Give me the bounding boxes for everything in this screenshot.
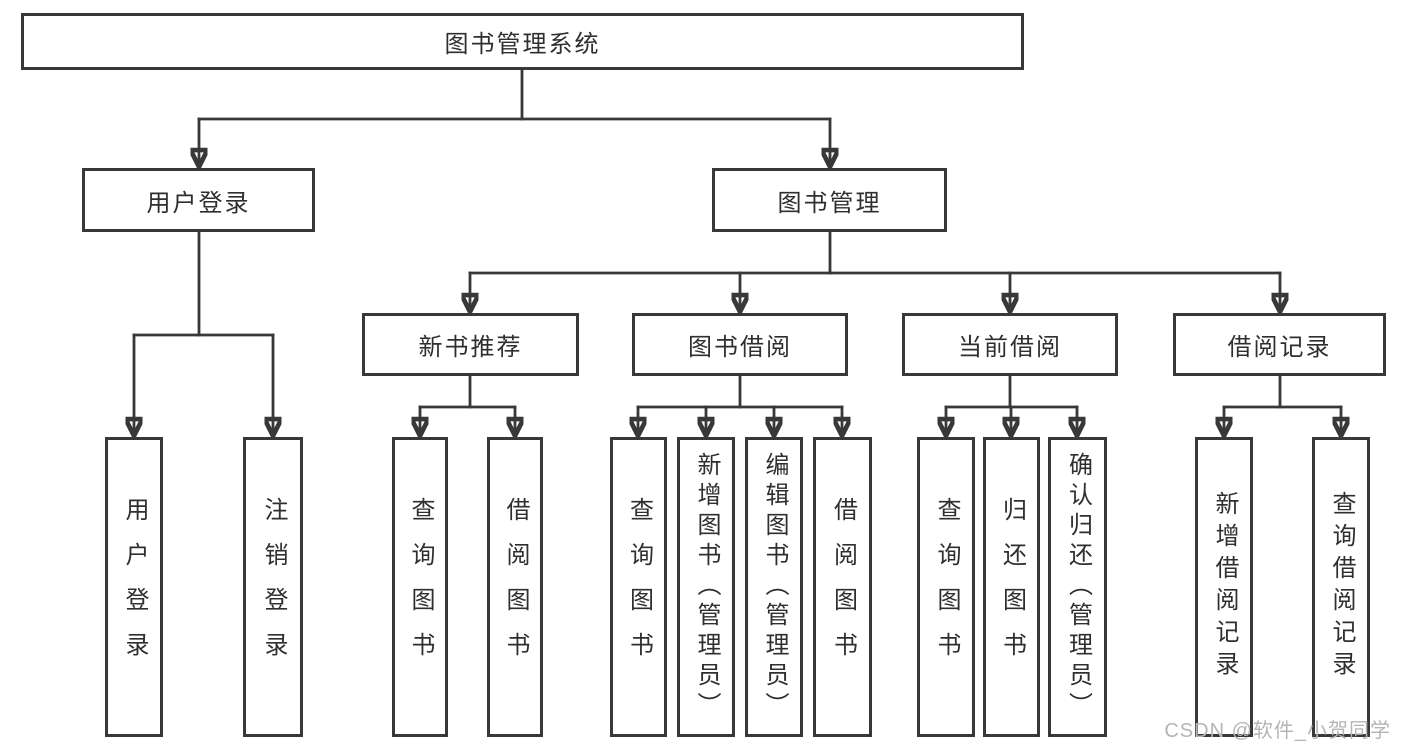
node-root-system: 图书管理系统 [21, 13, 1024, 70]
node-label: 确认归还（管理员） [1064, 452, 1092, 722]
node-label: 编辑图书（管理员） [761, 452, 788, 722]
node-label: 用户登录 [146, 189, 251, 217]
node-leaf-query-books-1: 查询图书 [392, 437, 448, 737]
node-label: 新增图书（管理员） [693, 452, 720, 722]
node-label: 归还图书 [998, 497, 1026, 677]
node-label: 查询借阅记录 [1328, 491, 1355, 683]
node-label: 查询图书 [407, 497, 434, 677]
node-book-borrowing: 图书借阅 [632, 313, 848, 376]
node-label: 新书推荐 [418, 334, 523, 361]
node-new-book-recommend: 新书推荐 [362, 313, 579, 376]
node-label: 借阅图书 [502, 497, 529, 677]
node-label: 图书管理系统 [444, 31, 601, 58]
node-label: 用户登录 [121, 497, 148, 677]
node-label: 注销登录 [260, 497, 287, 677]
node-leaf-query-books-2: 查询图书 [610, 437, 667, 737]
node-label: 借阅图书 [829, 497, 857, 677]
node-borrowing-records: 借阅记录 [1173, 313, 1386, 376]
node-leaf-query-borrow-record: 查询借阅记录 [1312, 437, 1370, 737]
node-leaf-borrow-books-2: 借阅图书 [813, 437, 872, 737]
node-label: 查询图书 [625, 497, 653, 677]
watermark: CSDN @软件_小贺同学 [1164, 720, 1391, 742]
node-leaf-add-book-admin: 新增图书（管理员） [677, 437, 735, 737]
node-leaf-confirm-return-admin: 确认归还（管理员） [1048, 437, 1107, 737]
node-leaf-add-borrow-record: 新增借阅记录 [1195, 437, 1253, 737]
node-leaf-logout: 注销登录 [243, 437, 303, 737]
node-leaf-edit-book-admin: 编辑图书（管理员） [745, 437, 803, 737]
node-label: 查询图书 [933, 497, 960, 677]
node-leaf-return-book: 归还图书 [983, 437, 1040, 737]
node-leaf-borrow-books-1: 借阅图书 [487, 437, 543, 737]
node-current-borrowing: 当前借阅 [902, 313, 1118, 376]
node-label: 借阅记录 [1227, 334, 1332, 361]
node-leaf-user-login: 用户登录 [105, 437, 163, 737]
node-label: 当前借阅 [958, 334, 1062, 361]
node-leaf-query-books-3: 查询图书 [917, 437, 975, 737]
node-label: 图书管理 [777, 189, 882, 217]
node-user-login: 用户登录 [82, 168, 315, 232]
node-label: 图书借阅 [688, 334, 792, 361]
node-book-management: 图书管理 [712, 168, 947, 232]
node-label: 新增借阅记录 [1211, 491, 1238, 683]
